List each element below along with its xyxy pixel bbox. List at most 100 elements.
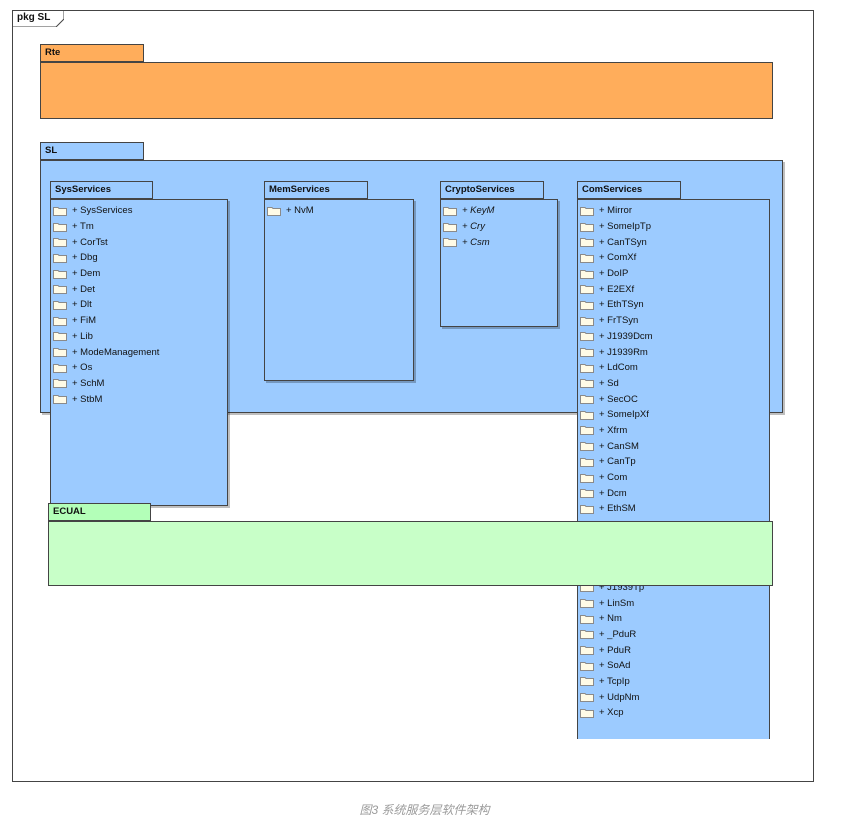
folder-icon <box>580 394 594 405</box>
sysservices-item-label: + SchM <box>72 377 105 389</box>
sysservices-item[interactable]: + SchM <box>53 376 159 392</box>
comservices-item[interactable]: + UdpNm <box>580 689 653 705</box>
sysservices-item[interactable]: + Tm <box>53 219 159 235</box>
memservices-package-body: + NvM <box>264 199 414 381</box>
folder-icon <box>580 425 594 436</box>
sysservices-item[interactable]: + Dbg <box>53 250 159 266</box>
comservices-item[interactable]: + E2EXf <box>580 281 653 297</box>
sysservices-package-body: + SysServices+ Tm+ CorTst + Dbg + Dem+ Det… <box>50 199 228 506</box>
folder-icon <box>580 316 594 326</box>
memservices-item-label: + NvM <box>286 205 314 217</box>
comservices-item[interactable]: + EthTSyn <box>580 297 653 313</box>
comservices-item-label: + SomeIpXf <box>599 409 649 421</box>
comservices-item[interactable]: + J1939Dcm <box>580 329 653 345</box>
cryptoservices-package-tab: CryptoServices <box>440 181 544 199</box>
sysservices-item-label: + Dlt <box>72 299 92 311</box>
sysservices-item-label: + StbM <box>72 393 103 405</box>
sysservices-item[interactable]: + CorTst <box>53 234 159 250</box>
comservices-item[interactable]: + Com <box>580 470 653 486</box>
comservices-item[interactable]: + LdCom <box>580 360 653 376</box>
folder-icon <box>580 378 594 389</box>
folder-icon <box>443 222 457 232</box>
comservices-item-label: + J1939Rm <box>599 346 648 358</box>
sysservices-item-label: + CorTst <box>72 236 108 248</box>
sysservices-item[interactable]: + Lib <box>53 329 159 345</box>
comservices-item-label: + DoIP <box>599 268 629 280</box>
folder-icon <box>53 222 67 232</box>
comservices-item[interactable]: + SomeIpXf <box>580 407 653 423</box>
comservices-item[interactable]: + FrTSyn <box>580 313 653 329</box>
folder-icon <box>580 708 594 718</box>
comservices-item[interactable]: + CanSM <box>580 438 653 454</box>
folder-icon <box>53 284 67 295</box>
comservices-item[interactable]: + LinSm <box>580 595 653 611</box>
folder-icon <box>580 661 594 671</box>
comservices-item-label: + TcpIp <box>599 675 630 687</box>
comservices-item[interactable]: + PduR <box>580 642 653 658</box>
sysservices-item[interactable]: + FiM <box>53 313 159 329</box>
comservices-item-label: + SecOC <box>599 393 638 405</box>
sysservices-item-label: + Dbg <box>72 252 98 264</box>
comservices-item[interactable]: + Xcp <box>580 705 653 721</box>
folder-icon <box>53 269 67 279</box>
cryptoservices-item[interactable]: + Cry <box>443 219 494 235</box>
cryptoservices-item-label: + KeyM <box>462 205 495 217</box>
folder-icon <box>580 347 594 358</box>
folder-icon <box>580 253 594 263</box>
folder-icon <box>443 237 457 248</box>
rte-package-tab: Rte <box>40 44 144 62</box>
folder-icon <box>580 488 594 499</box>
comservices-item[interactable]: + ComXf <box>580 250 653 266</box>
cryptoservices-package-body: + KeyM + Cry+ Csm <box>440 199 558 327</box>
cryptoservices-item[interactable]: + Csm <box>443 234 494 250</box>
sysservices-item[interactable]: + Os <box>53 360 159 376</box>
comservices-item[interactable]: + Dcm <box>580 485 653 501</box>
comservices-item[interactable]: + TcpIp <box>580 674 653 690</box>
comservices-item[interactable]: + DoIP <box>580 266 653 282</box>
sysservices-item-label: + ModeManagement <box>72 346 160 358</box>
folder-icon <box>580 614 594 624</box>
figure-caption: 图3 系统服务层软件架构 <box>359 803 490 817</box>
sysservices-item[interactable]: + Dem <box>53 266 159 282</box>
comservices-item-label: + Sd <box>599 377 619 389</box>
folder-icon <box>53 378 67 389</box>
folder-icon <box>53 347 67 358</box>
comservices-item[interactable]: + Xfrm <box>580 423 653 439</box>
comservices-item[interactable]: + Mirror <box>580 203 653 219</box>
comservices-item[interactable]: + EthSM <box>580 501 653 517</box>
folder-icon <box>580 645 594 656</box>
folder-icon <box>53 300 67 310</box>
comservices-item-label: + J1939Tp <box>599 581 645 593</box>
frame-tab <box>12 10 64 27</box>
memservices-item[interactable]: + NvM <box>267 203 314 219</box>
comservices-item[interactable]: + CanTSyn <box>580 234 653 250</box>
comservices-item-list: + Mirror+ SomeIpTp+ CanTSyn+ ComXf + DoIP… <box>580 203 653 721</box>
comservices-item-label: + LinSm <box>599 597 635 609</box>
sysservices-item[interactable]: + Det <box>53 281 159 297</box>
comservices-item[interactable]: + SoAd <box>580 658 653 674</box>
cryptoservices-item[interactable]: + KeyM <box>443 203 494 219</box>
sysservices-item[interactable]: + ModeManagement <box>53 344 159 360</box>
sl-package-tab: SL <box>40 142 144 160</box>
comservices-item[interactable]: + SomeIpTp <box>580 219 653 235</box>
comservices-package-tab: ComServices <box>577 181 681 199</box>
comservices-item[interactable]: + SecOC <box>580 391 653 407</box>
comservices-item[interactable]: + J1939Rm <box>580 344 653 360</box>
sysservices-item[interactable]: + Dlt <box>53 297 159 313</box>
sysservices-item-list: + SysServices+ Tm+ CorTst + Dbg + Dem+ Det… <box>53 203 159 407</box>
sysservices-item-label: + FiM <box>72 315 97 327</box>
ecual-package-body <box>48 521 773 586</box>
folder-icon <box>443 206 457 216</box>
folder-icon <box>580 269 594 279</box>
folder-icon <box>580 237 594 248</box>
memservices-item-list: + NvM <box>267 203 314 219</box>
sysservices-item[interactable]: + StbM <box>53 391 159 407</box>
comservices-item[interactable]: + Nm <box>580 611 653 627</box>
folder-icon <box>580 457 594 467</box>
comservices-item[interactable]: + _PduR <box>580 627 653 643</box>
comservices-item[interactable]: + Sd <box>580 376 653 392</box>
folder-icon <box>580 598 594 609</box>
sysservices-item[interactable]: + SysServices <box>53 203 159 219</box>
comservices-item[interactable]: + CanTp <box>580 454 653 470</box>
rte-package-body <box>40 62 773 119</box>
